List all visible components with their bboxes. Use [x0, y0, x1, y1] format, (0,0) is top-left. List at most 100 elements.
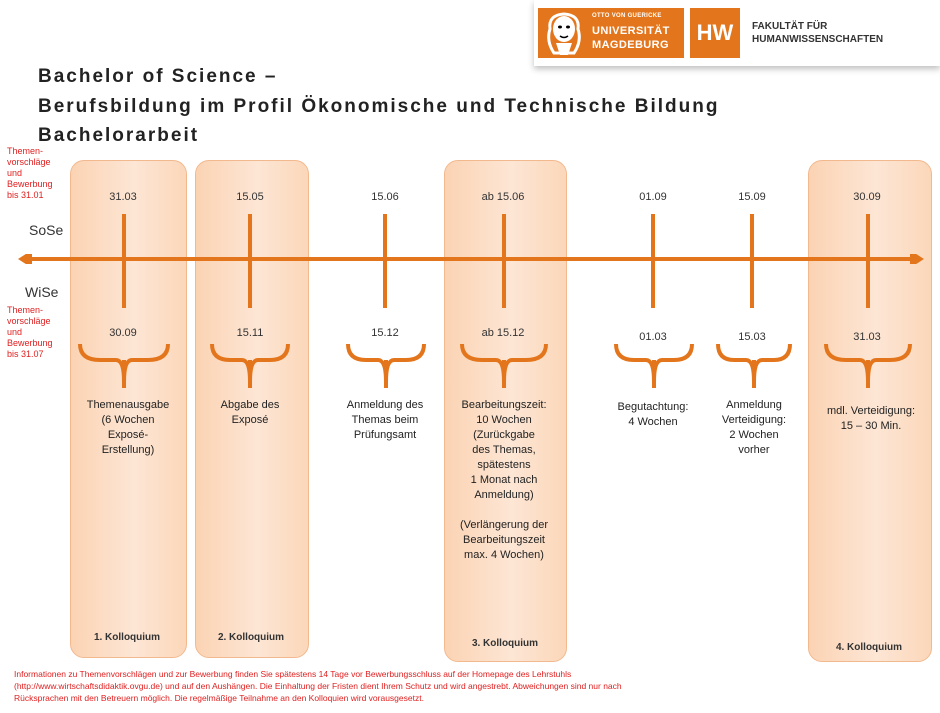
brace-icon — [716, 343, 792, 388]
faculty-name: FAKULTÄT FÜR HUMANWISSENSCHAFTEN — [752, 20, 883, 46]
desc-line: mdl. Verteidigung: — [826, 405, 916, 417]
sose-date-1: 31.03 — [109, 191, 137, 203]
wise-date-3: 15.12 — [371, 327, 399, 339]
connector-6 — [750, 214, 754, 308]
desc-1: Themenausgabe (6 Wochen Exposé- Erstellu… — [68, 398, 188, 458]
footer-line-1: Informationen zu Themenvorschlägen und z… — [14, 669, 572, 679]
faculty-line-1: FAKULTÄT FÜR — [752, 21, 828, 32]
footer-line-3: Rücksprachen mit den Betreuern möglich. … — [14, 693, 424, 703]
brace-icon — [460, 343, 548, 388]
wise-date-5: 01.03 — [639, 331, 667, 343]
desc-line: 2 Wochen — [729, 429, 779, 441]
uni-name: UNIVERSITÄT — [592, 25, 670, 37]
side-note-line: vorschläge — [7, 316, 51, 326]
desc-line: Abgabe des — [220, 399, 280, 411]
desc-line: Themenausgabe — [86, 399, 170, 411]
wise-date-2: 15.11 — [236, 327, 264, 339]
connector-4 — [502, 214, 506, 308]
side-note-line: Bewerbung — [7, 179, 53, 189]
desc-6: Anmeldung Verteidigung: 2 Wochen vorher — [694, 398, 814, 458]
guericke-portrait-icon — [542, 11, 586, 55]
desc-line: 15 – 30 Min. — [840, 420, 902, 432]
wise-date-4: ab 15.12 — [481, 327, 525, 339]
connector-3 — [383, 214, 387, 308]
uni-name-small: OTTO VON GUERICKE — [592, 13, 662, 19]
desc-line: Themas beim — [351, 414, 419, 426]
desc-4: Bearbeitungszeit: 10 Wochen (Zurückgabe … — [444, 398, 564, 563]
desc-line: Begutachtung: — [617, 401, 689, 413]
brace-icon — [210, 343, 290, 388]
desc-line: spätestens — [477, 459, 531, 471]
desc-line: Prüfungsamt — [353, 429, 417, 441]
sose-date-5: 01.09 — [639, 191, 667, 203]
brace-icon — [614, 343, 694, 388]
desc-2: Abgabe des Exposé — [190, 398, 310, 428]
wise-label: WiSe — [25, 284, 59, 300]
side-note-wise: Themen- vorschläge und Bewerbung bis 31.… — [7, 305, 53, 360]
side-note-line: bis 31.07 — [7, 349, 44, 359]
logo-header: OTTO VON GUERICKE UNIVERSITÄT MAGDEBURG … — [534, 0, 940, 66]
desc-line: max. 4 Wochen) — [464, 549, 544, 561]
sose-date-3: 15.06 — [371, 191, 399, 203]
desc-line — [444, 503, 564, 518]
title-line-2: Berufsbildung im Profil Ökonomische und … — [38, 96, 720, 117]
sose-date-6: 15.09 — [738, 191, 766, 203]
desc-5: Begutachtung: 4 Wochen — [593, 400, 713, 430]
side-note-line: und — [7, 168, 23, 178]
connector-1 — [122, 214, 126, 308]
desc-line: Anmeldung des — [346, 399, 424, 411]
side-note-line: vorschläge — [7, 157, 51, 167]
desc-line: 4 Wochen — [628, 416, 678, 428]
footer-line-2: (http://www.wirtschaftsdidaktik.ovgu.de)… — [14, 681, 622, 691]
uni-city: MAGDEBURG — [592, 39, 669, 51]
sose-date-7: 30.09 — [853, 191, 881, 203]
brace-icon — [78, 343, 170, 388]
brace-icon — [824, 343, 912, 388]
desc-7: mdl. Verteidigung: 15 – 30 Min. — [808, 404, 934, 434]
desc-line: Bearbeitungszeit: — [461, 399, 547, 411]
wise-date-6: 15.03 — [738, 331, 766, 343]
desc-line: (Verlängerung der — [459, 519, 549, 531]
side-note-sose: Themen- vorschläge und Bewerbung bis 31.… — [7, 146, 53, 201]
footer-note: Informationen zu Themenvorschlägen und z… — [14, 668, 929, 704]
hw-logo: HW — [690, 8, 740, 58]
sose-date-4: ab 15.06 — [481, 191, 525, 203]
faculty-line-2: HUMANWISSENSCHAFTEN — [752, 34, 884, 45]
column-panel-7 — [808, 160, 932, 662]
desc-line: Anmeldung — [726, 399, 782, 411]
desc-line: Erstellung) — [101, 444, 155, 456]
side-note-line: und — [7, 327, 23, 337]
kolloquium-2: 2. Kolloquium — [217, 632, 285, 643]
wise-date-1: 30.09 — [109, 327, 137, 339]
connector-2 — [248, 214, 252, 308]
kolloquium-1: 1. Kolloquium — [93, 632, 161, 643]
desc-line: (6 Wochen — [101, 414, 155, 426]
kolloquium-4: 4. Kolloquium — [835, 642, 903, 653]
title-line-3: Bachelorarbeit — [38, 125, 200, 146]
desc-line: 1 Monat nach — [470, 474, 538, 486]
university-logo: OTTO VON GUERICKE UNIVERSITÄT MAGDEBURG — [538, 8, 684, 58]
wise-date-7: 31.03 — [853, 331, 881, 343]
sose-label: SoSe — [29, 222, 64, 238]
desc-line: Bearbeitungszeit — [463, 534, 545, 546]
sose-date-2: 15.05 — [236, 191, 264, 203]
connector-7 — [866, 214, 870, 308]
column-panel-2 — [195, 160, 309, 658]
side-note-line: Bewerbung — [7, 338, 53, 348]
desc-line: vorher — [738, 444, 770, 456]
brace-icon — [346, 343, 426, 388]
connector-5 — [651, 214, 655, 308]
title-line-1: Bachelor of Science – — [38, 66, 278, 87]
side-note-line: Themen- — [7, 305, 44, 315]
desc-line: Anmeldung) — [474, 489, 534, 501]
column-panel-1 — [70, 160, 187, 658]
side-note-line: bis 31.01 — [7, 190, 44, 200]
desc-line: Exposé — [231, 414, 269, 426]
desc-line: Verteidigung: — [721, 414, 787, 426]
desc-3: Anmeldung des Themas beim Prüfungsamt — [325, 398, 445, 443]
desc-line: 10 Wochen — [476, 414, 532, 426]
desc-line: Exposé- — [107, 429, 149, 441]
desc-line: (Zurückgabe — [473, 429, 535, 441]
desc-line: des Themas, — [472, 444, 536, 456]
kolloquium-3: 3. Kolloquium — [471, 638, 539, 649]
